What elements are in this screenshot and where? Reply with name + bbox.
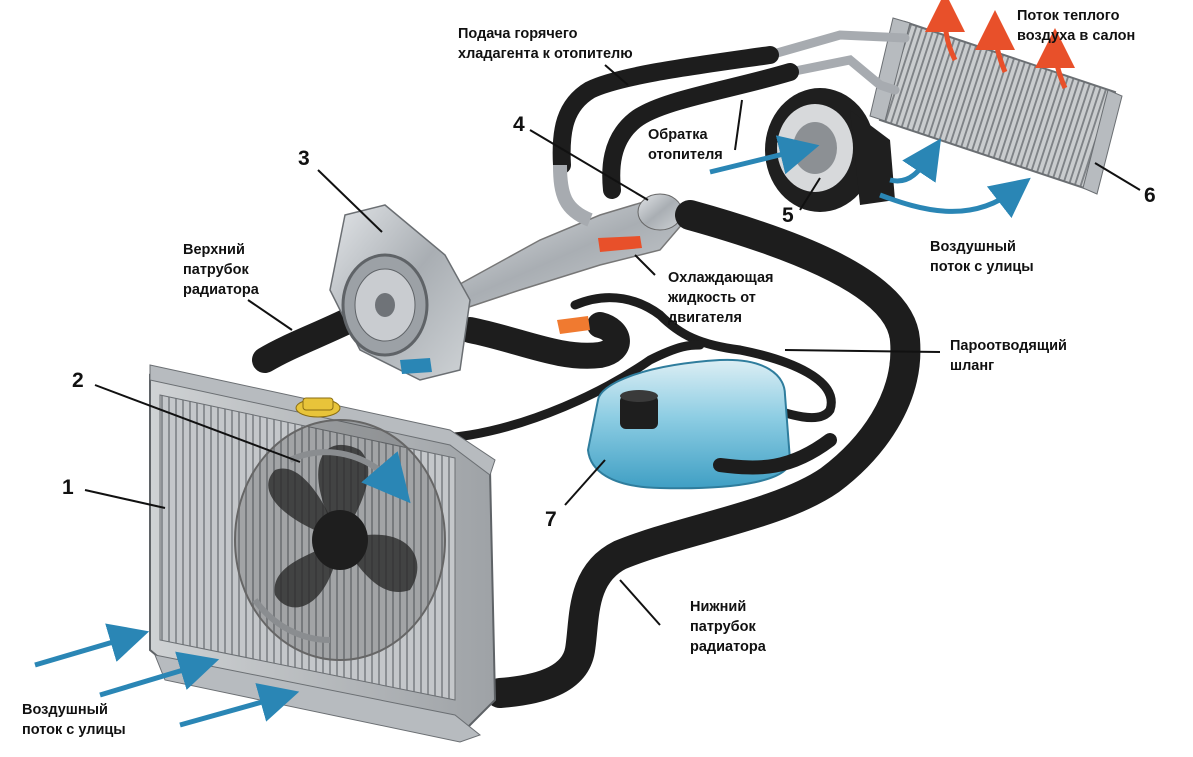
label-line: Нижний (690, 599, 747, 615)
label-hot-coolant-supply: Подача горячего хладагента к отопителю (458, 24, 633, 64)
lower-radiator-hose (485, 200, 921, 708)
label-warm-air-flow: Поток теплого воздуха в салон (1017, 6, 1135, 46)
label-line: Обратка (648, 127, 708, 143)
label-line: Подача горячего (458, 26, 578, 42)
expansion-tank (586, 358, 837, 490)
label-line: Поток теплого (1017, 8, 1120, 24)
label-engine-coolant: Охлаждающая жидкость от двигателя (668, 268, 774, 328)
engine-outlet-hose (457, 312, 630, 369)
label-line: Верхний (183, 242, 245, 258)
label-line: патрубок (183, 262, 249, 278)
heater-hoses (552, 46, 799, 199)
water-pump (329, 204, 471, 381)
callout-3: 3 (298, 147, 310, 170)
label-line: воздуха в салон (1017, 28, 1136, 44)
label-line: жидкость от (668, 290, 756, 306)
label-line: радиатора (690, 639, 766, 655)
label-line: патрубок (690, 619, 756, 635)
label-line: поток с улицы (22, 722, 126, 738)
label-line: Пароотводящий (950, 338, 1067, 354)
callout-2: 2 (72, 369, 84, 392)
label-line: Воздушный (22, 702, 108, 718)
label-line: Охлаждающая (668, 270, 774, 286)
street-air-arrows-left (34, 623, 300, 728)
label-line: шланг (950, 358, 995, 374)
label-heater-return: Обратка отопителя (648, 125, 723, 165)
heater-core (869, 17, 1123, 195)
callout-6: 6 (1144, 184, 1156, 207)
label-line: двигателя (668, 310, 742, 326)
label-street-air-left: Воздушный поток с улицы (22, 700, 126, 740)
heater-pipes (765, 30, 910, 95)
label-upper-radiator-hose: Верхний патрубок радиатора (183, 240, 259, 300)
callout-7: 7 (545, 508, 557, 531)
radiator-flow-arrows (183, 470, 470, 650)
callout-5: 5 (782, 204, 794, 227)
label-line: поток с улицы (930, 259, 1034, 275)
callout-4: 4 (513, 113, 525, 136)
leader-lines (84, 64, 1141, 626)
warm-air-arrows (925, 0, 1076, 90)
label-line: отопителя (648, 147, 723, 163)
label-line: хладагента к отопителю (458, 46, 633, 62)
callout-1: 1 (62, 476, 74, 499)
label-vapor-hose: Пароотводящий шланг (950, 336, 1067, 376)
thermostat-housing (438, 164, 692, 311)
label-lower-radiator-hose: Нижний патрубок радиатора (690, 597, 766, 657)
label-line: Воздушный (930, 239, 1016, 255)
label-street-air-right: Воздушный поток с улицы (930, 237, 1034, 277)
cooling-fan (234, 419, 446, 661)
engine-coolant-arrows (400, 236, 642, 374)
label-line: радиатора (183, 282, 259, 298)
street-air-arrows-right (709, 135, 1031, 219)
